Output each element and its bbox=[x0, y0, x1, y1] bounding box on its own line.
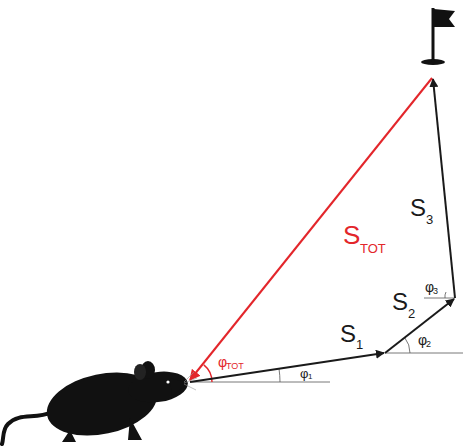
subscript: TOT bbox=[226, 362, 244, 371]
vector-label: S bbox=[392, 290, 408, 314]
subscript: 1 bbox=[356, 338, 363, 351]
subscript: 3 bbox=[433, 287, 438, 296]
angle-label: φ bbox=[425, 280, 434, 294]
vector-label: S bbox=[410, 196, 426, 220]
subscript: TOT bbox=[360, 242, 386, 255]
reference-lines bbox=[190, 292, 463, 382]
angle-label: φ bbox=[418, 333, 427, 347]
mouse-illustration bbox=[2, 361, 197, 445]
vectors bbox=[190, 78, 455, 382]
subscript: 3 bbox=[426, 213, 433, 226]
vector-label: S bbox=[343, 222, 360, 248]
angle-label: φ bbox=[300, 367, 308, 380]
subscript: 2 bbox=[426, 340, 431, 349]
subscript: 1 bbox=[308, 373, 312, 381]
vector-label: S bbox=[340, 322, 356, 346]
angle-label: φ bbox=[218, 355, 227, 369]
flag-icon bbox=[421, 8, 455, 65]
subscript: 2 bbox=[408, 307, 415, 320]
